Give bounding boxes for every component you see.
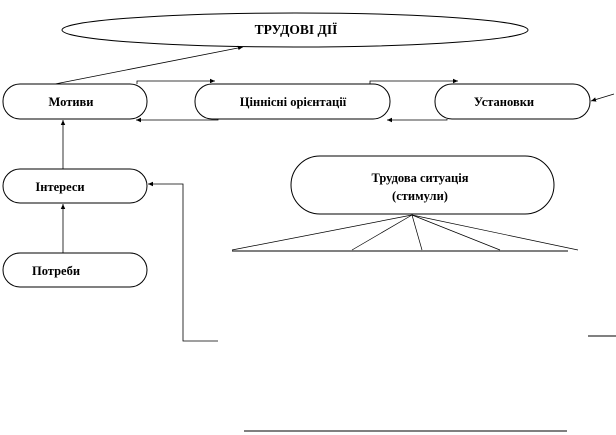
node-needs-label: Потреби <box>32 264 80 278</box>
edge-motives-to-labor-actions <box>54 45 244 85</box>
node-value-orientations: Ціннісні орієнтації <box>194 83 391 120</box>
node-motives: Мотиви <box>2 83 148 120</box>
node-needs: Потреби <box>2 252 148 288</box>
node-interests-label: Інтереси <box>35 180 84 194</box>
node-interests: Інтереси <box>2 168 148 204</box>
node-value-orientations-label: Ціннісні орієнтації <box>240 95 347 109</box>
node-work-situation-label-line2: (стимули) <box>392 189 448 203</box>
edge-external-to-attitudes <box>590 93 615 102</box>
node-attitudes-label: Установки <box>474 95 534 109</box>
node-labor-actions-label: ТРУДОВІ ДІЇ <box>255 22 338 37</box>
edge-value-orientations-to-motives <box>136 117 219 123</box>
node-attitudes: Установки <box>434 83 591 120</box>
node-work-situation-label-line1: Трудова ситуація <box>372 171 469 185</box>
edge-motives-to-value-orientations <box>136 78 215 84</box>
edge-attitudes-to-value-orientations <box>387 117 448 123</box>
edge-value-orientations-to-attitudes <box>369 78 458 84</box>
node-labor-actions: ТРУДОВІ ДІЇ <box>61 12 529 48</box>
node-work-situation: Трудова ситуація (стимули) <box>290 155 555 215</box>
stimuli-fan <box>231 214 579 251</box>
node-motives-label: Мотиви <box>48 95 93 109</box>
edge-work-factors-to-interests <box>148 181 218 342</box>
